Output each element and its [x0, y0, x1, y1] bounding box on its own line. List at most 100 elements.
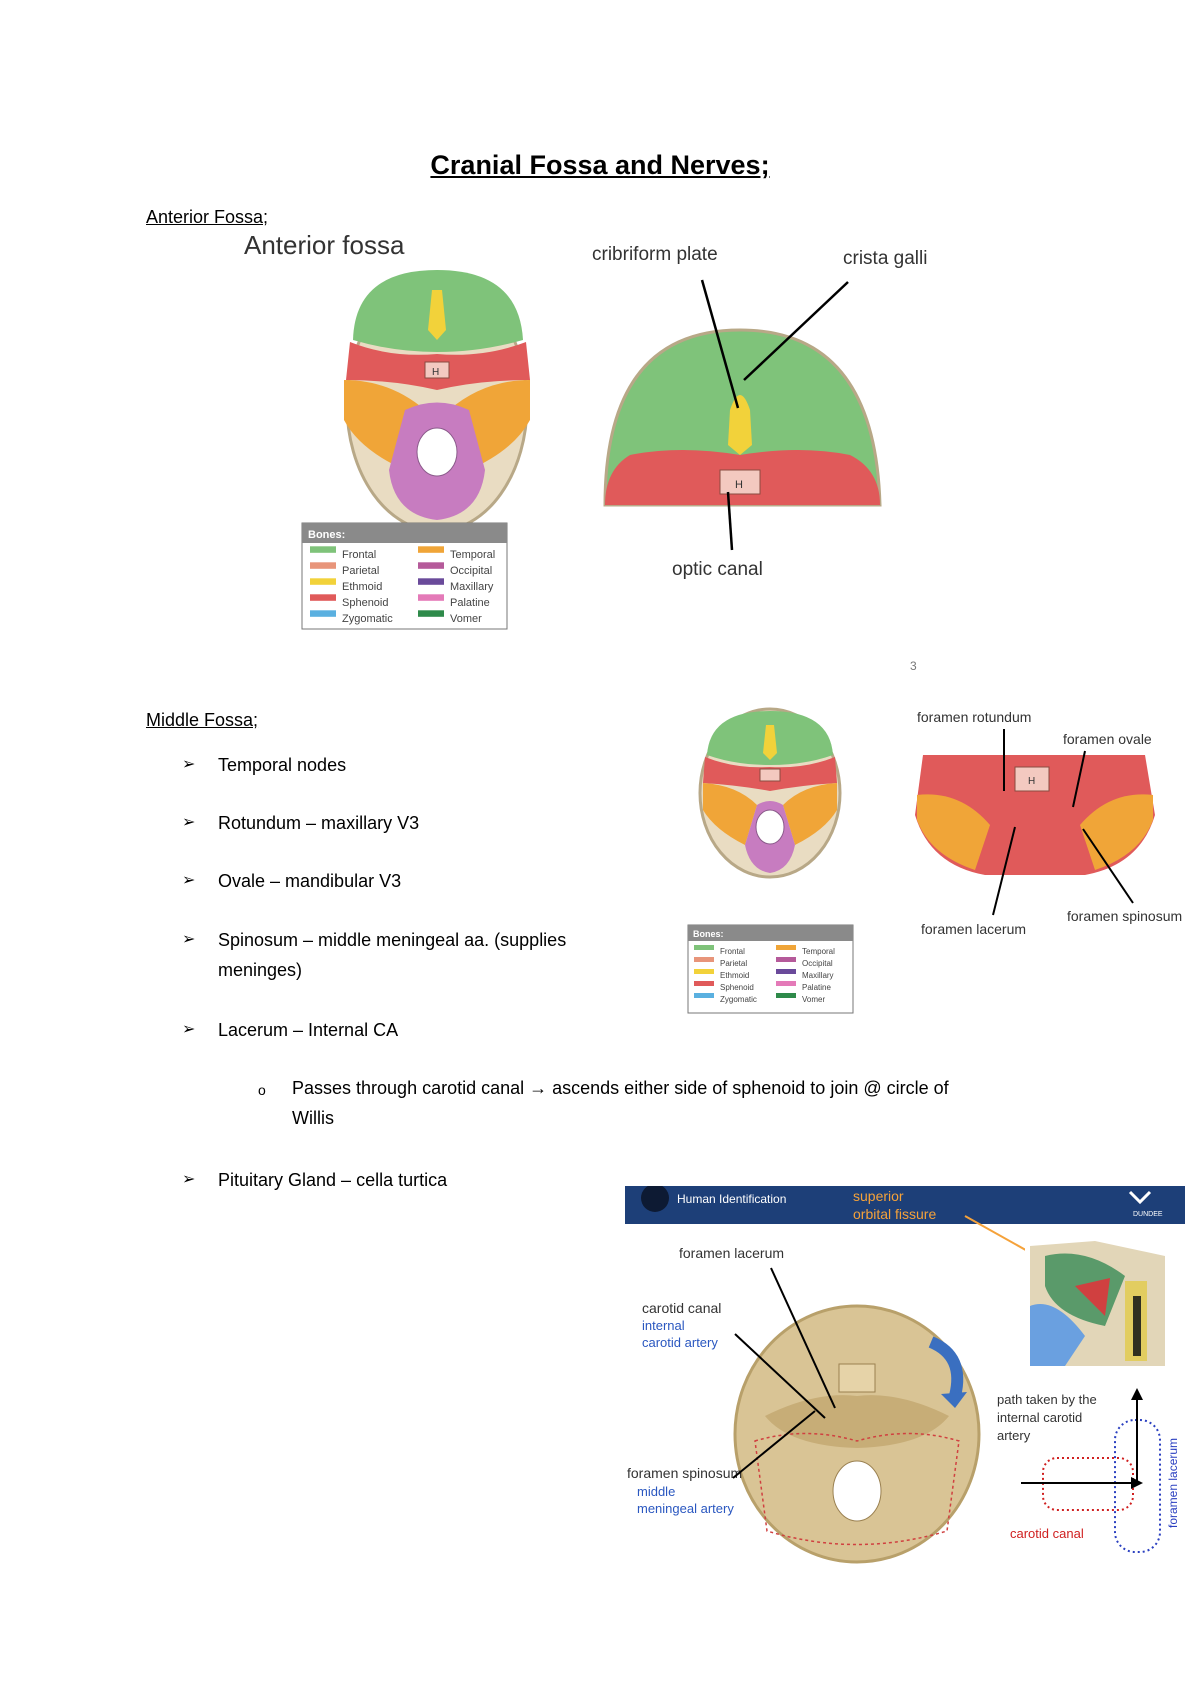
- legend-swatch: [418, 546, 444, 553]
- page-number: 3: [910, 659, 917, 673]
- arrow-bullet-icon: ➢: [182, 872, 196, 889]
- circle-bullet-icon: o: [258, 1082, 266, 1098]
- page-title: Cranial Fossa and Nerves;: [430, 150, 770, 180]
- legend-label: Parietal: [342, 565, 379, 577]
- label-foramen-lacerum: foramen lacerum: [921, 921, 1026, 937]
- rotation-arrow-icon: [941, 1392, 967, 1408]
- pointer-line: [726, 491, 734, 551]
- legend-swatch: [776, 945, 796, 950]
- legend-label: Vomer: [802, 995, 825, 1004]
- pointer-line: [700, 279, 740, 409]
- legend-swatch: [310, 594, 336, 601]
- legend-label: Occipital: [450, 565, 492, 577]
- banner-text: Human Identification: [677, 1192, 786, 1206]
- anterior-fossa-figure: Anterior fossa H Bones: Frontal TemporalP…: [244, 230, 927, 673]
- anterior-fossa-heading: Anterior Fossa;: [146, 207, 269, 227]
- legend-swatch: [418, 578, 444, 585]
- arrow-right-icon: [1131, 1477, 1143, 1489]
- label-cribriform: cribriform plate: [592, 244, 718, 265]
- carotid-path-diagram: [1021, 1388, 1161, 1553]
- logo-text: DUNDEE: [1133, 1211, 1163, 1218]
- legend-label: Maxillary: [450, 581, 494, 593]
- label-middle: middle: [637, 1484, 675, 1499]
- label-meningeal-artery: meningeal artery: [637, 1501, 734, 1516]
- arrow-bullet-icon: ➢: [182, 931, 196, 948]
- legend-label: Temporal: [450, 549, 495, 561]
- legend-swatch: [776, 981, 796, 986]
- figure-banner: [625, 1186, 1185, 1224]
- legend-label: Ethmoid: [720, 971, 749, 980]
- pointer-line: [743, 281, 849, 381]
- arrow-bullet-icon: ➢: [182, 1171, 196, 1188]
- legend-swatch: [418, 610, 444, 617]
- banner-accent: superior: [853, 1188, 904, 1204]
- legend-label: Palatine: [450, 597, 490, 609]
- legend-swatch: [694, 957, 714, 962]
- carotid-figure: Human Identification superior orbital fi…: [625, 1186, 1185, 1564]
- label-carotid-canal: carotid canal: [642, 1300, 721, 1316]
- label-carotid-artery: carotid artery: [642, 1335, 718, 1350]
- middle-skull-illustration: [698, 707, 842, 879]
- legend-swatch: [776, 969, 796, 974]
- legend-label: Vomer: [450, 613, 482, 625]
- legend-swatch: [776, 957, 796, 962]
- legend-swatch: [418, 562, 444, 569]
- anterior-zoom-illustration: H: [603, 328, 882, 507]
- legend-swatch: [310, 562, 336, 569]
- label-path: artery: [997, 1428, 1031, 1443]
- legend-label: Sphenoid: [342, 597, 389, 609]
- label-foramen-lacerum: foramen lacerum: [679, 1245, 784, 1261]
- arrow-bullet-icon: ➢: [182, 756, 196, 773]
- legend-label: Zygomatic: [342, 613, 393, 625]
- legend-swatch: [776, 993, 796, 998]
- legend-title: Bones:: [308, 529, 345, 541]
- shield-icon: [1128, 1190, 1152, 1205]
- bullet-item: ➢ Spinosum – middle meningeal aa. (suppl…: [182, 925, 622, 989]
- skull-mark: H: [1028, 776, 1035, 787]
- label-crista-galli: crista galli: [843, 248, 927, 269]
- legend-label: Temporal: [802, 947, 835, 956]
- face-detail-illustration: [1025, 1238, 1165, 1368]
- label-foramen-spinosum: foramen spinosum: [627, 1465, 742, 1481]
- skull-mark: H: [432, 367, 439, 378]
- legend-swatch: [310, 610, 336, 617]
- label-foramen-rotundum: foramen rotundum: [917, 709, 1031, 725]
- middle-zoom-illustration: H: [915, 755, 1155, 875]
- label-vertical-lacerum: foramen lacerum: [1166, 1438, 1180, 1528]
- banner-accent: orbital fissure: [853, 1206, 936, 1222]
- legend-label: Palatine: [802, 983, 831, 992]
- legend-swatch: [694, 945, 714, 950]
- legend-swatch: [694, 969, 714, 974]
- legend-label: Occipital: [802, 959, 833, 968]
- arrow-bullet-icon: ➢: [182, 814, 196, 831]
- logo-icon: [641, 1186, 669, 1212]
- legend-label: Maxillary: [802, 971, 834, 980]
- legend-label: Frontal: [342, 549, 376, 561]
- label-foramen-spinosum: foramen spinosum: [1067, 908, 1182, 924]
- anterior-figure-title: Anterior fossa: [244, 230, 405, 260]
- label-path: internal carotid: [997, 1410, 1082, 1425]
- sub-bullet-item: o Passes through carotid canal → ascends…: [258, 1073, 1058, 1137]
- label-optic-canal: optic canal: [672, 559, 763, 580]
- middle-fossa-heading: Middle Fossa;: [146, 710, 259, 730]
- anterior-skull-illustration: H: [344, 270, 530, 533]
- label-path: path taken by the: [997, 1392, 1097, 1407]
- legend-swatch: [694, 993, 714, 998]
- arrow-bullet-icon: ➢: [182, 1021, 196, 1038]
- legend-swatch: [694, 981, 714, 986]
- arrow-up-icon: [1131, 1388, 1143, 1400]
- legend-label: Zygomatic: [720, 995, 757, 1004]
- legend-swatch: [310, 578, 336, 585]
- label-foramen-ovale: foramen ovale: [1063, 731, 1152, 747]
- skull-base-illustration: [733, 1304, 981, 1564]
- legend-label: Frontal: [720, 947, 745, 956]
- legend-label: Sphenoid: [720, 983, 754, 992]
- legend-label: Parietal: [720, 959, 747, 968]
- legend-label: Ethmoid: [342, 581, 382, 593]
- legend-swatch: [418, 594, 444, 601]
- label-internal: internal: [642, 1318, 685, 1333]
- legend-title: Bones:: [693, 929, 724, 939]
